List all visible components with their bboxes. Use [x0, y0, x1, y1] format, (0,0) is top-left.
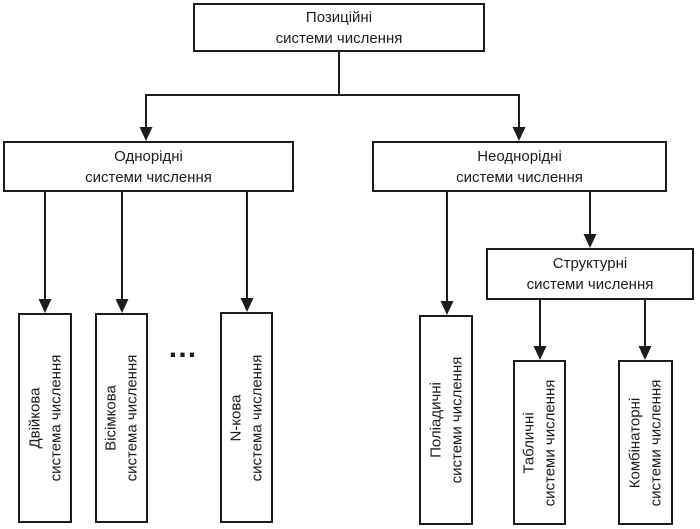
node-heterogeneous-line2: системи числення [456, 168, 583, 186]
node-homogeneous-systems: Однорідні системи числення [3, 141, 294, 192]
arrowhead-polyadic [440, 301, 454, 315]
arrowhead-heterogeneous [512, 127, 526, 141]
arrowhead-structural [583, 234, 597, 248]
node-positional-systems: Позиційні системи числення [193, 3, 485, 52]
node-tabular-systems: Табличні системи числення [513, 360, 566, 525]
node-binary-system-label: Двійкова система числення [24, 355, 66, 482]
node-binary-line2: система числення [47, 354, 65, 482]
node-polyadic-line2: системи числення [448, 356, 466, 484]
node-positional-line1: Позиційні [305, 8, 373, 26]
node-nary-system: N-кова система числення [220, 312, 273, 523]
node-nary-system-label: N-кова система числення [226, 354, 268, 481]
node-homogeneous-line2: системи числення [85, 168, 212, 186]
arrowhead-binary [38, 299, 52, 313]
node-nary-line1: N-кова [227, 393, 245, 442]
root-branch-line [145, 94, 520, 129]
node-tabular-line2: системи числення [541, 379, 559, 506]
node-positional-line2: системи числення [275, 29, 403, 47]
node-structural-line1: Структурні [552, 255, 628, 272]
node-octal-system: Вісімкова система числення [95, 313, 148, 523]
node-combinatorial-systems: Комбінаторні системи числення [618, 360, 673, 525]
node-heterogeneous-systems-label: Неоднорідні системи числення [456, 146, 583, 188]
node-homogeneous-systems-label: Однорідні системи числення [85, 146, 212, 188]
node-combinatorial-line2: системи числення [647, 379, 665, 506]
node-positional-systems-label: Позиційні системи числення [276, 7, 403, 49]
node-combinatorial-line1: Комбінаторні [626, 397, 644, 488]
arrowhead-tabular [533, 346, 547, 360]
node-structural-systems-label: Структурні системи числення [527, 253, 654, 295]
node-structural-line2: системи числення [526, 276, 654, 293]
node-nary-line2: система числення [248, 354, 266, 481]
arrowhead-combinatorial [638, 346, 652, 360]
node-heterogeneous-systems: Неоднорідні системи числення [372, 141, 667, 192]
node-tabular-line1: Табличні [520, 411, 538, 474]
node-homogeneous-line1: Однорідні [114, 147, 183, 165]
arrowhead-homogeneous [139, 127, 153, 141]
node-tabular-systems-label: Табличні системи числення [519, 379, 561, 506]
arrowhead-nary [240, 298, 254, 312]
node-heterogeneous-line1: Неоднорідні [477, 147, 562, 165]
node-combinatorial-systems-label: Комбінаторні системи числення [625, 379, 667, 506]
node-octal-line2: система числення [123, 354, 141, 482]
node-octal-line1: Вісімкова [102, 385, 120, 451]
node-binary-line1: Двійкова [26, 387, 44, 449]
node-binary-system: Двійкова система числення [18, 313, 72, 523]
node-polyadic-systems: Поліадичні системи числення [419, 315, 473, 525]
node-structural-systems: Структурні системи числення [486, 248, 694, 300]
node-octal-system-label: Вісімкова система числення [101, 355, 143, 482]
node-polyadic-line1: Поліадичні [427, 382, 445, 458]
ellipsis-more-systems: … [167, 331, 201, 364]
node-polyadic-systems-label: Поліадичні системи числення [425, 357, 467, 484]
arrowhead-octal [115, 299, 129, 313]
